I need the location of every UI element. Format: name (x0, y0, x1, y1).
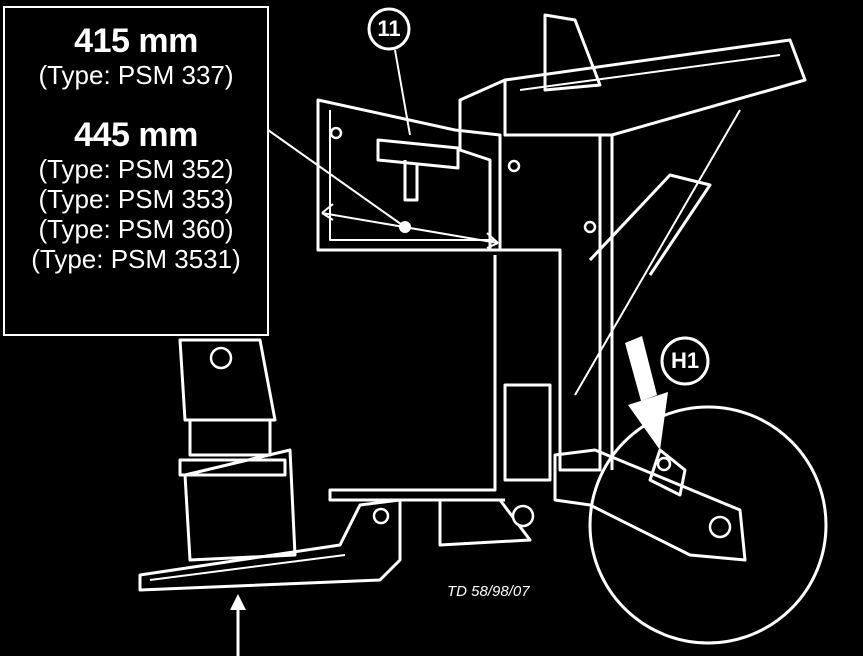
dimension-marker (321, 203, 334, 221)
part-callout-leader (394, 49, 411, 136)
drawing-reference: TD 58/98/07 (447, 583, 530, 600)
trailing-arm (553, 448, 747, 562)
arm-highlight (519, 54, 781, 91)
dimension-value: 445 mm (74, 116, 198, 154)
spec-box: 415 mm (Type: PSM 337) 445 mm (Type: PSM… (3, 6, 269, 336)
tube-upper (178, 338, 277, 422)
tube-lower (183, 448, 297, 562)
gauge-wheel (588, 405, 828, 645)
spec-group-1: 415 mm (Type: PSM 337) (5, 22, 267, 90)
adjustment-bolt (403, 160, 419, 202)
tube-mid (188, 418, 272, 457)
type-label: (Type: PSM 337) (38, 60, 234, 90)
type-label: (Type: PSM 352) (38, 154, 234, 184)
lower-body (328, 255, 505, 502)
inner-plate (329, 110, 495, 241)
wheel-bracket (648, 448, 687, 497)
leader-line (267, 129, 406, 228)
coulter (138, 498, 402, 592)
lower-housing (503, 383, 552, 482)
spec-group-2: 445 mm (Type: PSM 352) (Type: PSM 353) (… (5, 116, 267, 274)
strut-line (574, 109, 741, 396)
bottom-direction-arrow (230, 594, 246, 656)
pivot-bolt (507, 159, 521, 173)
type-label: (Type: PSM 353) (38, 184, 234, 214)
part-number-label: 11 (377, 16, 401, 41)
force-arrow-h1 (625, 336, 668, 450)
coulter-blade (149, 554, 346, 581)
pivot-bolt (511, 504, 535, 528)
adjustment-bracket (376, 138, 460, 170)
part-callout-circle (367, 7, 411, 51)
shock-strut (588, 173, 712, 276)
top-bracket (543, 13, 602, 92)
measurement-point (399, 221, 411, 233)
type-label: (Type: PSM 3531) (31, 244, 241, 274)
type-label: (Type: PSM 360) (38, 214, 234, 244)
pivot-bolt (656, 456, 672, 472)
pivot-bracket (438, 498, 532, 547)
column-front (600, 133, 614, 470)
force-direction-label: H1 (670, 348, 700, 373)
frame-plate (316, 98, 502, 252)
upper-arm (503, 38, 807, 137)
dimension-value: 415 mm (74, 22, 198, 60)
pivot-bolt (329, 126, 343, 140)
dimension-marker (486, 232, 499, 249)
main-column (458, 78, 602, 472)
force-callout-circle (660, 336, 710, 386)
pivot-bolt (372, 507, 390, 525)
pivot-bolt (583, 220, 597, 234)
pivot-bolt (209, 346, 233, 370)
pivot-bolt (708, 515, 732, 539)
